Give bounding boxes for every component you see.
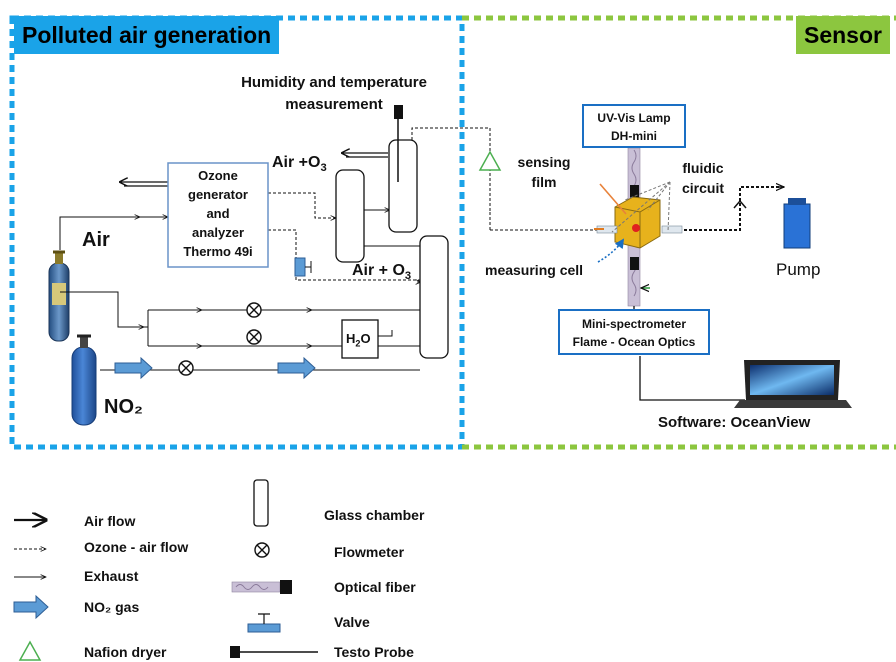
humidity-label-line1: Humidity and temperature <box>241 74 427 91</box>
air-o3-lower-label: Air + O3 <box>352 262 411 282</box>
fluidic-line1: fluidic <box>682 160 724 176</box>
air-o3-lower-sub: 3 <box>404 270 412 283</box>
h2o-box <box>341 319 379 359</box>
humidity-label-line2: measurement <box>285 96 383 113</box>
air-o3-lower-text: Air + O <box>352 262 405 279</box>
legend-optical-fiber-icon <box>231 580 292 594</box>
fluidic-circuit-pointers <box>611 181 671 233</box>
ozone-line-2: generator <box>188 187 248 202</box>
ozone-generator-label: Ozone generator and analyzer Thermo 49i <box>169 166 267 261</box>
sensing-line1: sensing <box>517 154 571 170</box>
spectro-line1: Mini-spectrometer <box>581 317 687 331</box>
glass-chamber-1 <box>335 169 365 263</box>
legend-nafion-icon <box>18 640 42 661</box>
legend-valve-label: Valve <box>334 614 370 630</box>
legend-testo-probe-label: Testo Probe <box>334 644 414 660</box>
legend-ozone-air-flow-label: Ozone - air flow <box>84 539 189 555</box>
legend-graphics <box>13 479 318 661</box>
testo-probe-icon <box>394 105 403 182</box>
air-cylinder-icon <box>48 250 70 342</box>
right-section-title: Sensor <box>796 16 890 54</box>
sensing-film-label: sensing film <box>514 152 574 192</box>
humidity-label: Humidity and temperature measurement <box>226 72 442 116</box>
pump-label: Pump <box>776 260 821 279</box>
sensing-line2: film <box>531 174 557 190</box>
ozone-line-1: Ozone <box>198 168 238 183</box>
pump-flow-line <box>684 186 784 231</box>
glass-chamber-2 <box>388 139 418 233</box>
air-label: Air <box>82 229 110 251</box>
fluidic-circuit-label: fluidic circuit <box>670 158 736 198</box>
flowmeter-icons <box>178 302 262 376</box>
no2-arrows <box>114 356 316 380</box>
air-o3-upper-text: Air +O <box>272 154 321 171</box>
left-section-title: Polluted air generation <box>14 16 280 54</box>
software-label: Software: OceanView <box>658 414 811 431</box>
no2-label: NO₂ <box>104 396 143 418</box>
uv-vis-lamp-box: UV-Vis Lamp DH-mini <box>582 104 686 148</box>
legend-optical-fiber-label: Optical fiber <box>334 579 416 595</box>
legend-valve-icon <box>247 613 281 633</box>
legend-testo-probe-icon <box>230 646 318 658</box>
laptop-icon <box>734 360 852 408</box>
h2o-sub: 2 <box>355 338 361 349</box>
exhaust-lines <box>120 153 420 247</box>
air-o3-upper-label: Air +O3 <box>272 154 327 174</box>
pump-icon <box>783 198 811 249</box>
legend-exhaust-label: Exhaust <box>84 568 139 584</box>
glass-chamber-3 <box>419 235 449 359</box>
legend-air-flow-label: Air flow <box>84 513 136 529</box>
air-o3-upper-sub: 3 <box>320 162 327 175</box>
legend-no2-arrow-icon <box>13 594 49 620</box>
no2-cylinder-icon <box>71 334 97 426</box>
valve-icon <box>294 257 312 277</box>
lamp-line1: UV-Vis Lamp <box>597 111 671 125</box>
h2o-o: O <box>360 331 371 346</box>
ozone-air-flow-lines <box>268 127 610 282</box>
legend-flowmeter-label: Flowmeter <box>334 544 405 560</box>
nafion-dryer-icon <box>478 150 502 171</box>
legend-flowmeter-icon <box>254 542 270 558</box>
spectro-line2: Flame - Ocean Optics <box>572 335 696 349</box>
legend-glass-chamber-label: Glass chamber <box>324 507 425 523</box>
ozone-line-3: and <box>206 206 230 221</box>
legend-no2-gas-label: NO₂ gas <box>84 599 140 615</box>
sensing-film-pointer <box>599 183 627 215</box>
air-lines <box>59 217 420 371</box>
measuring-cell-label: measuring cell <box>485 262 584 278</box>
lamp-line2: DH-mini <box>611 129 657 143</box>
h2o-label: H2O <box>346 331 371 349</box>
fluidic-line2: circuit <box>681 180 724 196</box>
spectrometer-box: Mini-spectrometer Flame - Ocean Optics <box>558 309 710 355</box>
legend-glass-chamber-icon <box>253 479 269 527</box>
ozone-line-5: Thermo 49i <box>183 244 253 259</box>
legend-nafion-label: Nafion dryer <box>84 644 167 660</box>
ozone-line-4: analyzer <box>191 225 245 240</box>
h2o-h: H <box>346 331 356 346</box>
